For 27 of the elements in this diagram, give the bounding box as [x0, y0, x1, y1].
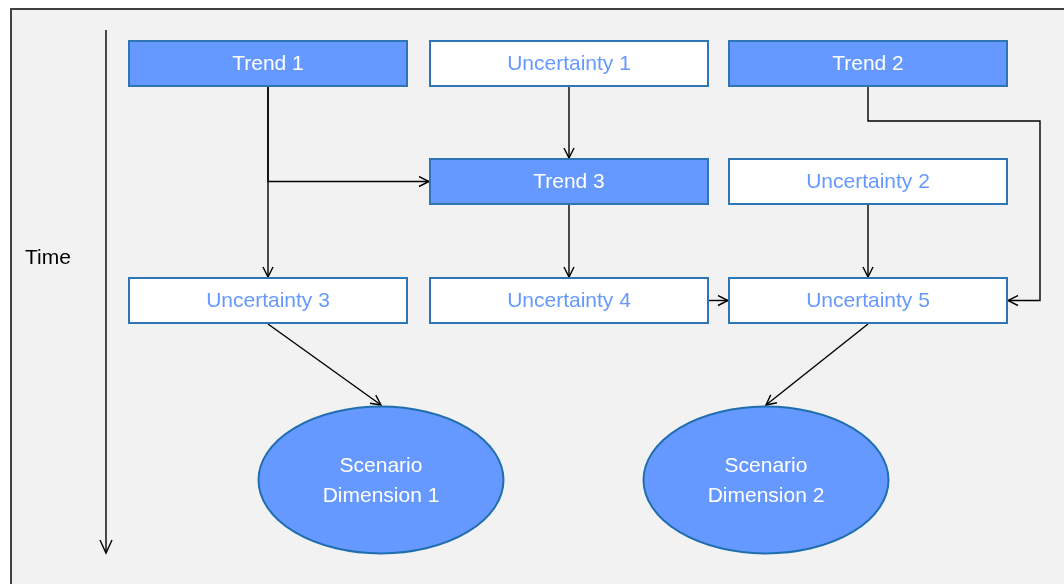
axis-label: Time — [25, 245, 71, 269]
arrow — [563, 204, 575, 278]
box-label: Uncertainty 5 — [806, 287, 930, 314]
trend-box — [728, 40, 1008, 87]
trend-box — [128, 40, 408, 87]
arrow — [708, 294, 729, 307]
ellipse-label: Scenario Dimension 1 — [321, 451, 441, 508]
trend-box — [429, 158, 709, 205]
uncertainty-box — [728, 277, 1008, 324]
arrow — [867, 86, 1041, 307]
box-label: Uncertainty 4 — [507, 287, 631, 314]
arrow — [267, 323, 382, 406]
box-label: Uncertainty 1 — [507, 50, 631, 77]
arrow — [267, 86, 430, 188]
ellipse-label: Scenario Dimension 2 — [706, 451, 826, 508]
arrow — [862, 204, 874, 278]
arrow — [765, 323, 869, 406]
uncertainty-box — [429, 277, 709, 324]
box-label: Uncertainty 3 — [206, 287, 330, 314]
box-label: Trend 3 — [533, 168, 605, 195]
box-label: Trend 2 — [832, 50, 904, 77]
uncertainty-box — [429, 40, 709, 87]
uncertainty-box — [128, 277, 408, 324]
box-label: Uncertainty 2 — [806, 168, 930, 195]
uncertainty-box — [728, 158, 1008, 205]
box-label: Trend 1 — [232, 50, 304, 77]
arrow — [563, 86, 575, 159]
